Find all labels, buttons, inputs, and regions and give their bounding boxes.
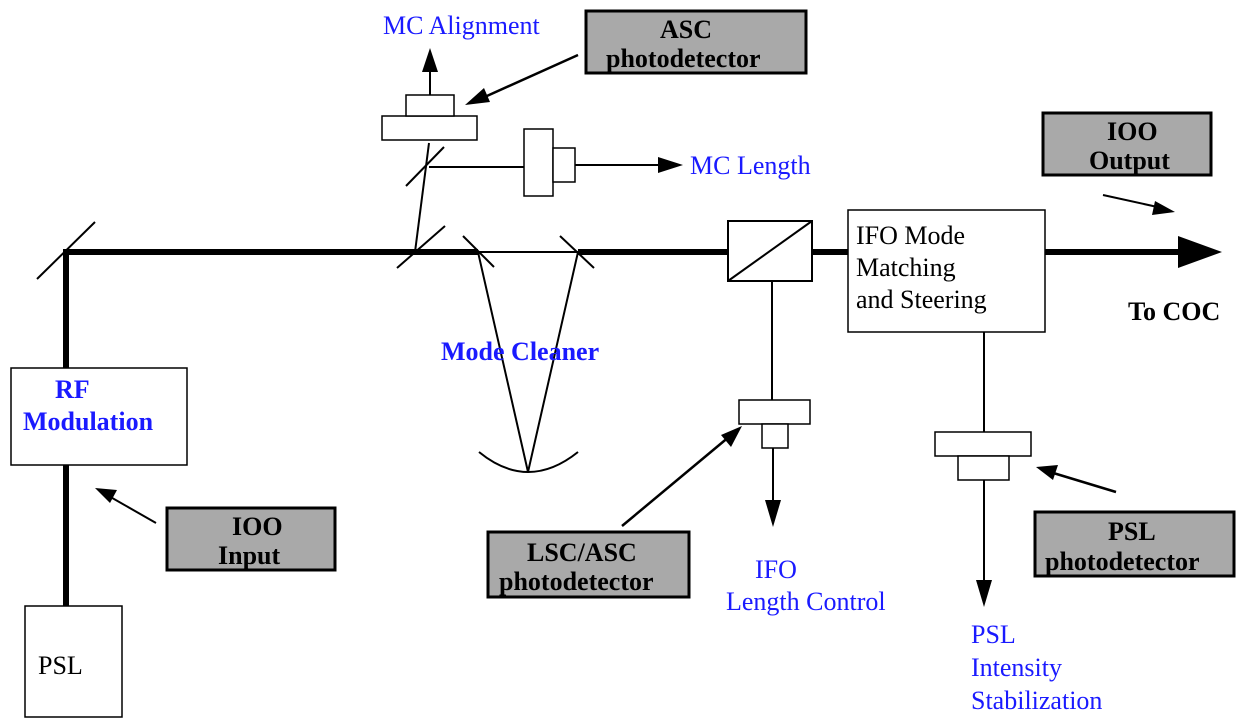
mc-alignment-detector-body bbox=[381, 115, 478, 141]
ifo-mode-label-2: Matching bbox=[856, 253, 956, 282]
psl-intensity-pickoff bbox=[934, 332, 1032, 607]
lsc-detector-head bbox=[761, 423, 789, 449]
ifo-mode-label-3: and Steering bbox=[856, 285, 987, 314]
mc-pickoff-mirror bbox=[405, 146, 445, 187]
beamsplitter-cube bbox=[727, 220, 813, 282]
to-coc-arrowhead bbox=[1178, 236, 1222, 268]
asc-photodetector-label-1: ASC bbox=[660, 15, 712, 44]
psl-photodetector-label-2: photodetector bbox=[1045, 547, 1200, 576]
ifo-mode-matching-box bbox=[847, 209, 1046, 333]
rf-modulation-box bbox=[10, 367, 188, 466]
mc-length-detector-body bbox=[523, 128, 554, 197]
rf-modulation-label-1: RF bbox=[55, 375, 90, 404]
main-beam bbox=[63, 236, 1222, 606]
ifo-length-label-2: Length Control bbox=[726, 587, 886, 616]
psl-intensity-label-1: PSL bbox=[971, 620, 1016, 649]
psl-detector-head bbox=[957, 455, 1010, 481]
corner-fold-mirror bbox=[36, 221, 96, 280]
psl-box bbox=[24, 605, 123, 718]
rf-modulation-label-2: Modulation bbox=[23, 407, 154, 436]
lsc-detector-body bbox=[738, 399, 811, 425]
mc-length-label: MC Length bbox=[690, 151, 811, 180]
ioo-input-label-1: IOO bbox=[232, 512, 283, 541]
mc-length-detector-head bbox=[552, 147, 576, 183]
ioo-output-label-1: IOO bbox=[1107, 117, 1158, 146]
psl-photodetector-label-1: PSL bbox=[1108, 517, 1156, 546]
psl-intensity-label-2: Intensity bbox=[971, 653, 1062, 682]
mc-alignment-detector-head bbox=[405, 94, 455, 117]
ioo-output-label-2: Output bbox=[1089, 146, 1170, 175]
ioo-output-box bbox=[1041, 111, 1213, 177]
mc-alignment-label: MC Alignment bbox=[383, 11, 541, 40]
ioo-input-label-2: Input bbox=[218, 541, 280, 570]
ifo-mode-label-1: IFO Mode bbox=[856, 221, 965, 250]
asc-photodetector-box bbox=[584, 9, 808, 75]
ioo-input-box bbox=[165, 506, 337, 572]
ifo-length-label-1: IFO bbox=[755, 555, 797, 584]
mc-input-mirror bbox=[396, 225, 446, 269]
mc-curved-end-mirror bbox=[478, 451, 579, 473]
mc-pickoff bbox=[381, 48, 683, 253]
psl-label: PSL bbox=[38, 651, 83, 680]
lsc-asc-photodetector-box bbox=[486, 530, 691, 599]
psl-intensity-label-3: Stabilization bbox=[971, 686, 1102, 715]
psl-photodetector-box bbox=[1033, 510, 1236, 578]
ifo-length-pickoff bbox=[738, 281, 811, 527]
lsc-asc-label-2: photodetector bbox=[499, 567, 654, 596]
to-coc-label: To COC bbox=[1128, 297, 1220, 326]
mode-cleaner-label: Mode Cleaner bbox=[441, 337, 599, 366]
asc-photodetector-label-2: photodetector bbox=[606, 44, 761, 73]
psl-detector-body bbox=[934, 431, 1032, 457]
lsc-asc-label-1: LSC/ASC bbox=[527, 538, 637, 567]
mode-cleaner-cavity bbox=[396, 225, 595, 473]
